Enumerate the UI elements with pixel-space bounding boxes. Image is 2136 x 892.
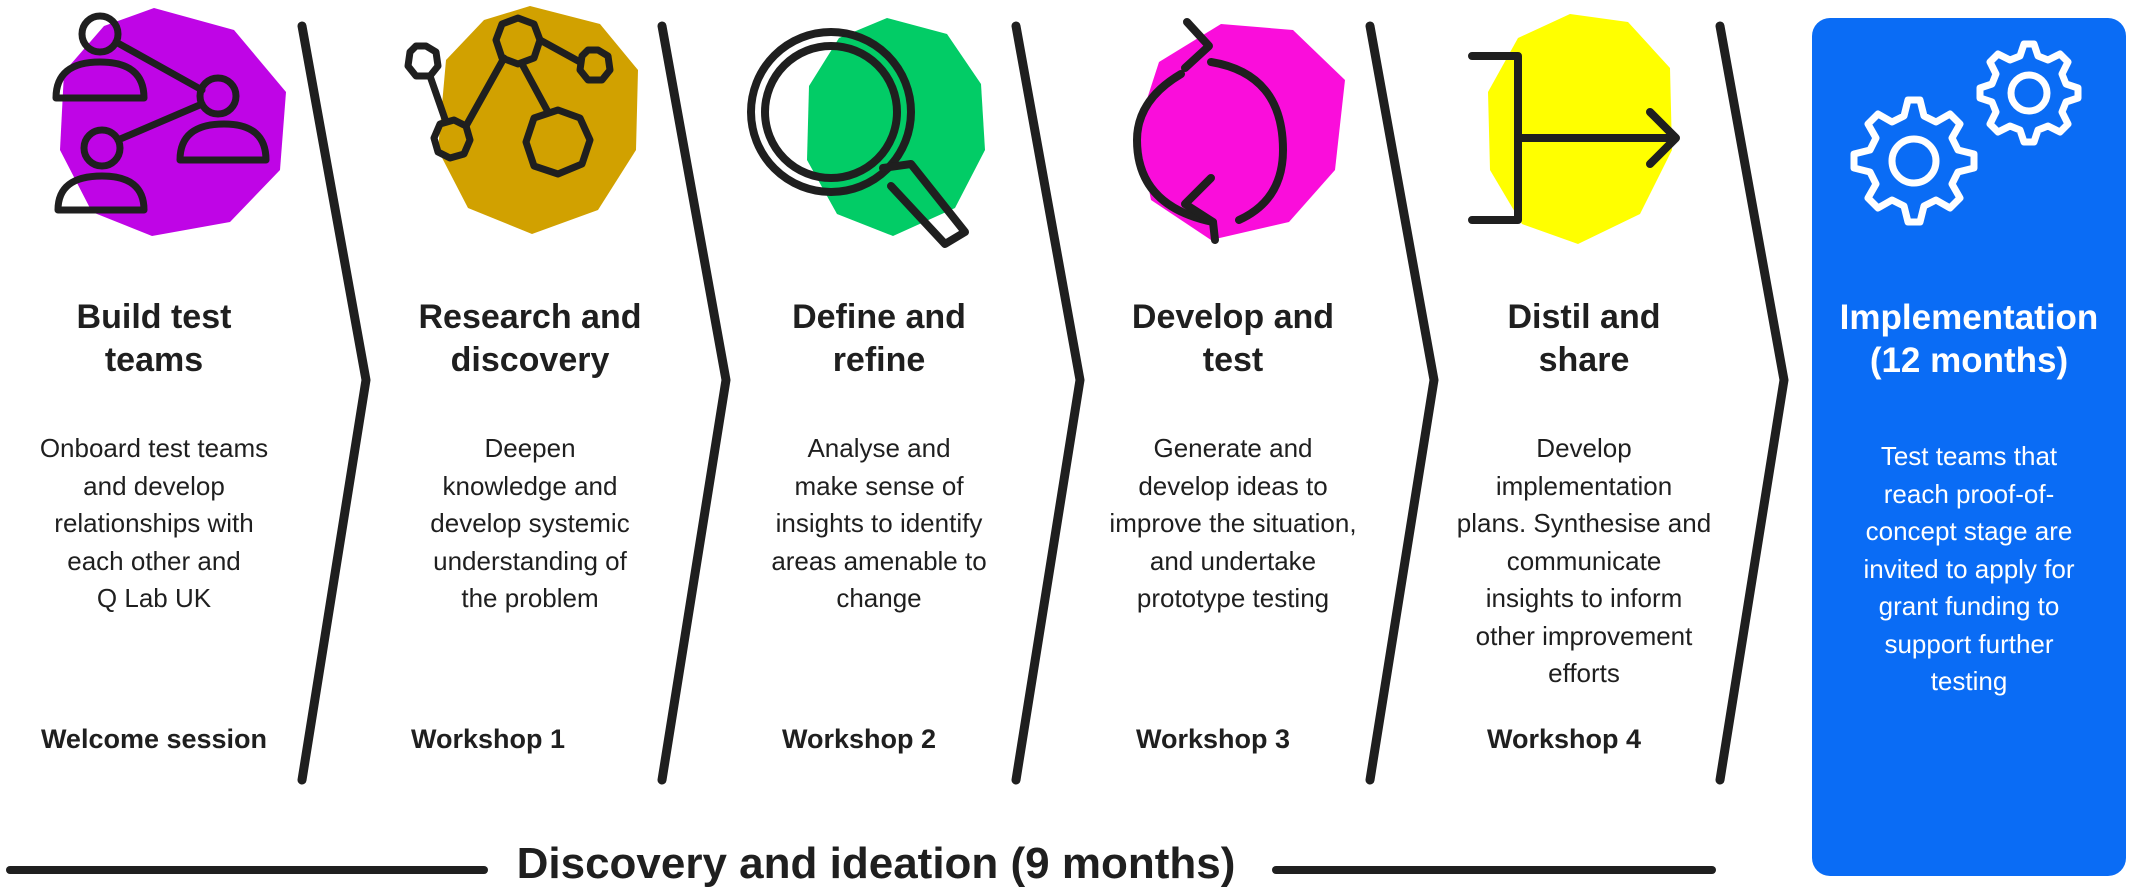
stage-description: Onboard test teams and develop relations… [39,433,269,613]
implementation-title: Implementation(12 months) [1839,298,2099,380]
stage-description: Develop implementation plans. Synthesise… [1456,433,1712,688]
implementation-description: Test teams that reach proof-of- concept … [1863,441,2075,696]
timeline-label: Discovery and ideation (9 months) [516,839,1236,888]
cycle-arrows-icon [1133,18,1345,244]
merge-arrow-icon [1468,14,1680,244]
chevron-separator-3 [1011,21,1085,785]
chevron-separator-1 [297,21,371,785]
stage-session-label: Workshop 2 [781,724,937,754]
chevron-separator-4 [1365,21,1439,785]
connected-circles-icon [404,6,638,234]
stage-session-label: Workshop 4 [1486,724,1642,754]
implementation-panel: Implementation(12 months) Test teams tha… [1812,18,2126,876]
stage-description: Analyse and make sense of insights to id… [771,433,987,613]
gears-icon [1850,40,2082,226]
stage-session-label: Welcome session [40,724,268,754]
people-network-icon [52,8,286,236]
timeline-line-left [6,866,488,874]
stage-session-label: Workshop 3 [1135,724,1291,754]
stage-description: Deepen knowledge and develop systemic un… [430,433,630,613]
chevron-separator-2 [657,21,731,785]
timeline-line-right [1272,866,1716,874]
stage-session-label: Workshop 1 [410,724,566,754]
chevron-separator-5 [1715,21,1789,785]
stage-description: Generate and develop ideas to improve th… [1109,433,1357,613]
magnifying-glass-icon [747,18,985,248]
